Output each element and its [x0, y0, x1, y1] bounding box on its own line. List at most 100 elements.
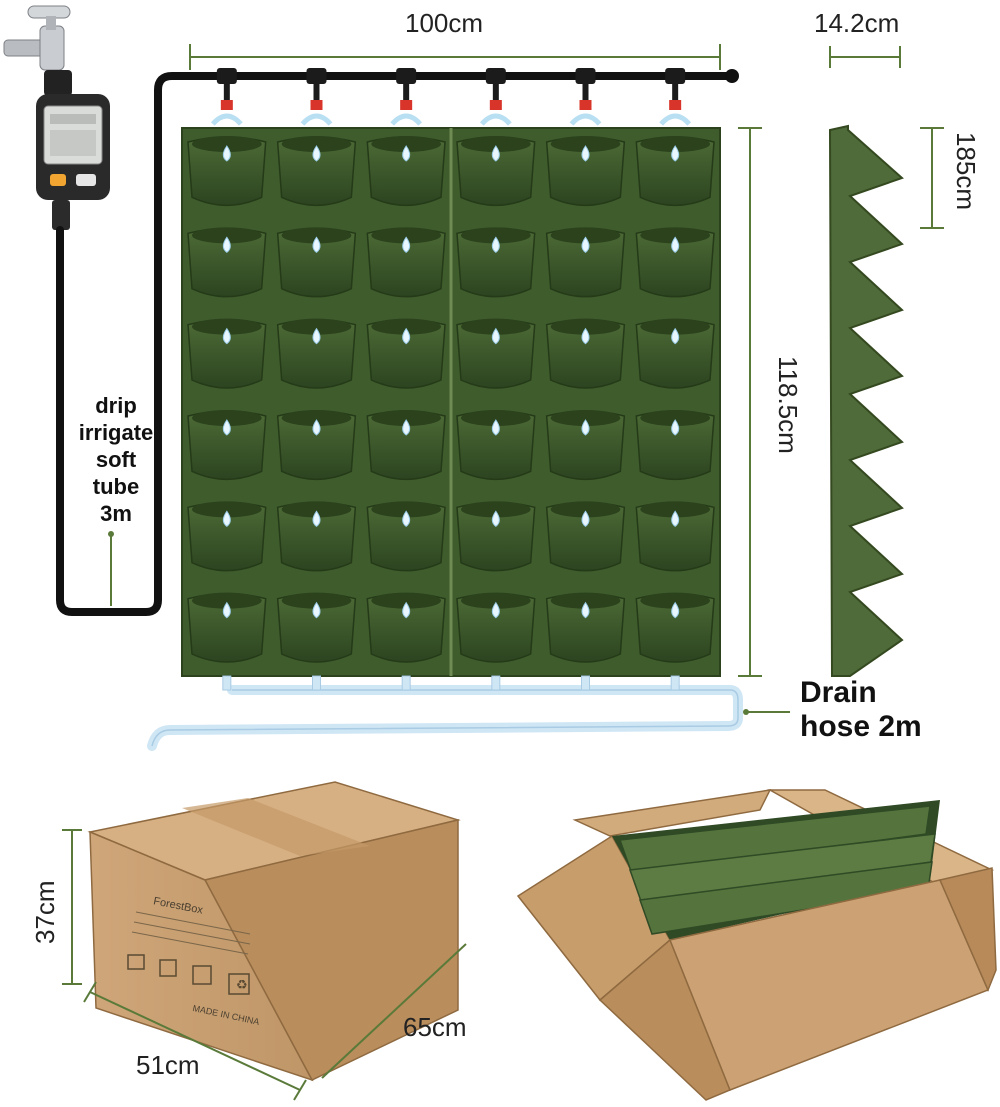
drain-stub [491, 675, 501, 691]
height-dimension-line [738, 127, 762, 677]
drain-stub [670, 675, 680, 691]
drain-label-line: Drain [800, 676, 877, 709]
planter-pocket [456, 592, 536, 663]
planter-pocket [366, 318, 446, 389]
drain-label: Drain hose 2m [800, 676, 922, 744]
pocket-height-label: 185cm [951, 132, 981, 211]
tube-label-line: tube [92, 474, 140, 499]
water-drop-icon [491, 236, 500, 253]
water-drop-icon [581, 419, 590, 436]
planter-pocket [456, 501, 536, 572]
open-box [516, 789, 997, 1101]
tube-label-line: irrigate [78, 420, 154, 445]
water-drop-icon [402, 145, 411, 162]
water-drop-icon [222, 145, 231, 162]
planter-pocket [366, 227, 446, 298]
water-drop-icon [312, 419, 321, 436]
water-drop-icon [222, 510, 231, 527]
box-width-label: 51cm [136, 1050, 200, 1080]
water-tap-icon [3, 5, 71, 71]
dripper [569, 68, 602, 126]
umbrella-icon [127, 954, 145, 970]
drain-stub [401, 675, 411, 691]
planter-pocket [366, 410, 446, 480]
water-drop-icon [671, 327, 680, 345]
svg-text:♻: ♻ [236, 978, 248, 993]
planter-pocket [635, 136, 715, 206]
water-drop-icon [222, 327, 231, 345]
planter-panel [181, 127, 721, 677]
planter-pocket [456, 227, 536, 298]
width-dimension-line [189, 44, 721, 70]
width-label: 100cm [405, 8, 484, 38]
water-drop-icon [671, 145, 680, 162]
water-drop-icon [312, 236, 321, 253]
planter-pocket [187, 227, 267, 298]
water-drop-icon [581, 145, 590, 162]
depth-dimension-line [829, 46, 901, 68]
planter-pocket [276, 318, 357, 389]
planter-pocket [456, 318, 536, 389]
planter-pocket [276, 592, 357, 663]
water-drop-icon [402, 236, 411, 253]
planter-pocket [187, 318, 267, 389]
dripper [210, 68, 243, 126]
box-dimension-lines [62, 829, 467, 1101]
dripper [479, 68, 512, 126]
water-drop-icon [491, 419, 500, 436]
water-drop-icon [581, 327, 590, 345]
planter-pocket [635, 227, 715, 298]
water-drop-icon [222, 236, 231, 253]
water-drop-icon [491, 145, 500, 162]
dripper [659, 68, 692, 126]
dripper [390, 68, 423, 126]
water-drop-icon [312, 327, 321, 345]
water-drop-icon [402, 510, 411, 527]
planter-pocket [276, 136, 357, 206]
water-drop-icon [222, 419, 231, 436]
water-drop-icon [312, 510, 321, 527]
box-height-label: 37cm [30, 880, 60, 944]
planter-pocket [276, 501, 357, 572]
water-drop-icon [581, 510, 590, 527]
tube-label-line: drip [95, 393, 137, 418]
planter-pocket [366, 136, 446, 206]
box-length-label: 65cm [403, 1012, 467, 1042]
planter-pocket [545, 318, 626, 389]
water-drop-icon [402, 419, 411, 436]
planter-pocket [545, 592, 626, 663]
planter-pocket [276, 227, 357, 298]
planter-pocket [366, 501, 446, 572]
water-drop-icon [671, 601, 680, 619]
planter-pocket [545, 501, 626, 572]
water-drop-icon [671, 236, 680, 253]
planter-pocket [635, 318, 715, 389]
planter-pocket [545, 227, 626, 298]
tube-label-line: soft [95, 447, 137, 472]
this-side-up-icon [192, 965, 212, 985]
water-drop-icon [491, 601, 500, 619]
planter-pocket [635, 592, 715, 663]
water-drop-icon [312, 601, 321, 619]
planter-pocket [187, 592, 267, 663]
side-profile [828, 124, 904, 677]
recycle-icon [228, 973, 250, 995]
planter-pocket [635, 501, 715, 572]
water-drop-icon [671, 510, 680, 527]
planter-pocket [187, 410, 267, 480]
drain-stub [312, 675, 321, 691]
timer-icon [36, 70, 110, 230]
water-drop-icon [581, 601, 590, 619]
planter-pocket [366, 592, 446, 663]
drippers [210, 68, 692, 126]
drain-stub [222, 675, 232, 691]
water-drop-icon [671, 419, 680, 436]
planter-pocket [545, 410, 626, 480]
drip-tube [56, 72, 734, 616]
planter-pocket [187, 501, 267, 572]
planter-pocket [635, 410, 715, 480]
water-drop-icon [491, 327, 500, 345]
dripper [300, 68, 333, 126]
planter-pocket [456, 410, 536, 480]
